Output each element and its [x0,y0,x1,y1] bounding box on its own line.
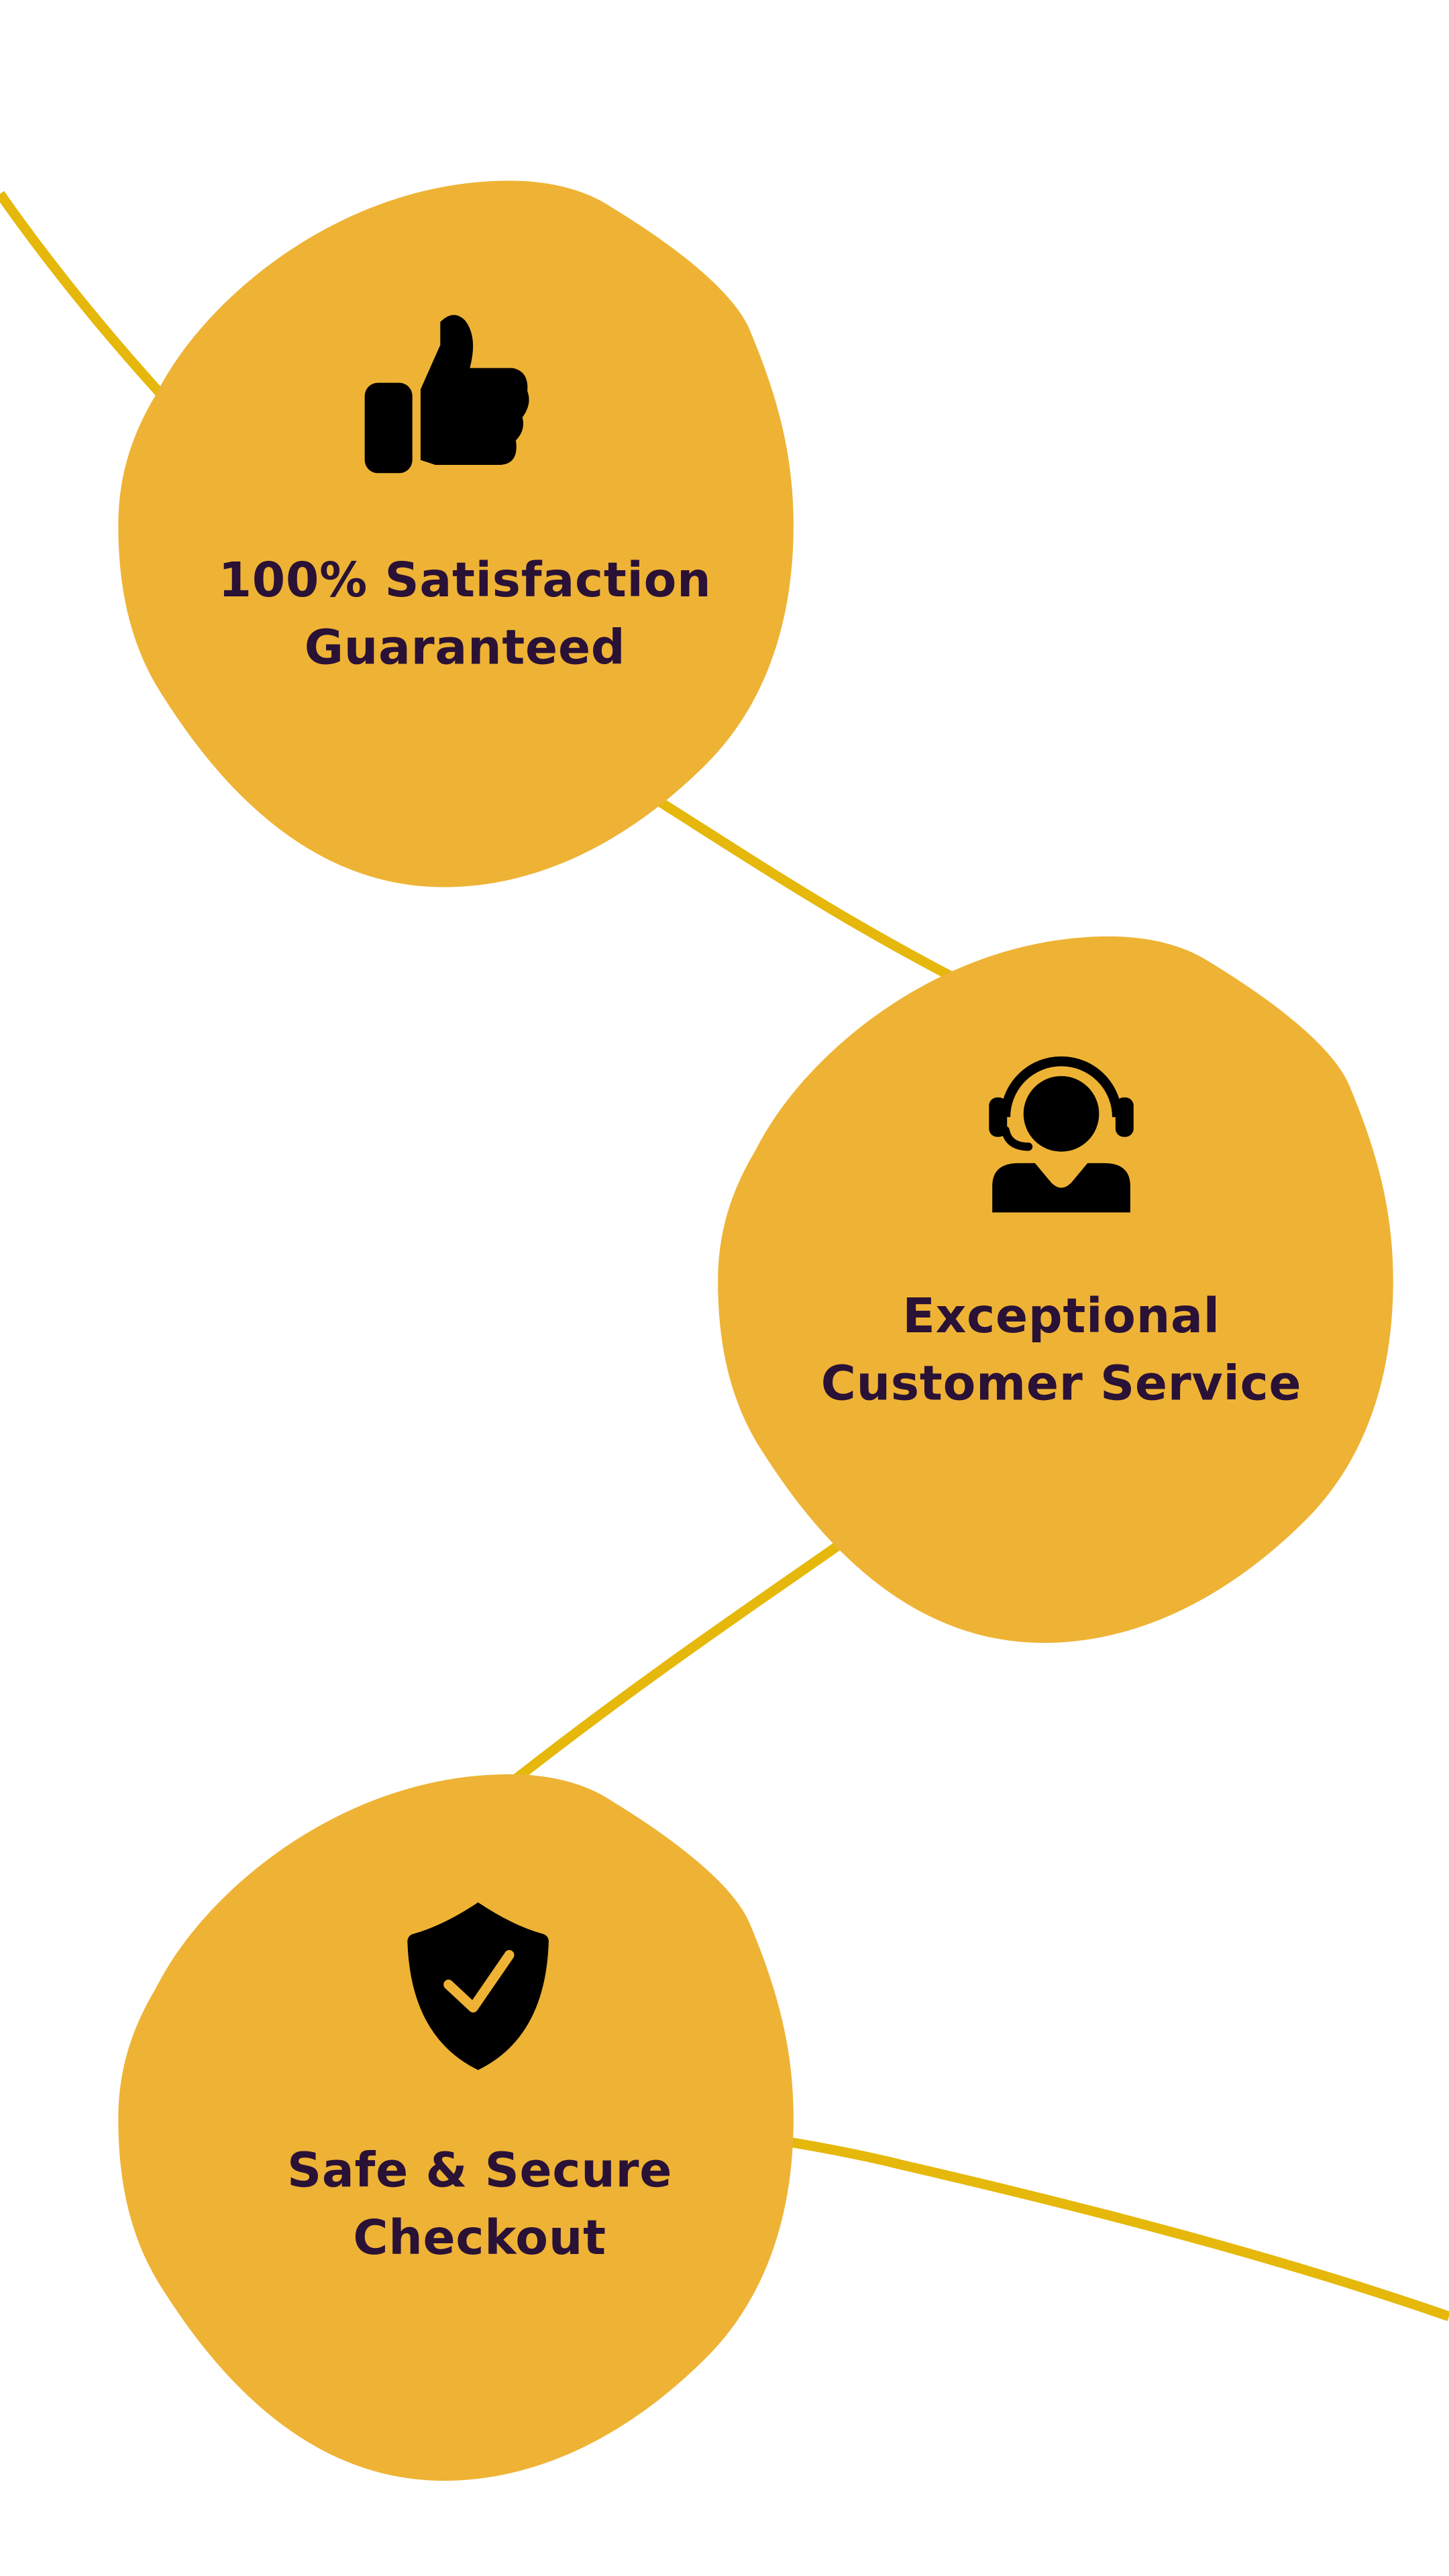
feature-title-line1: Exceptional [902,1288,1220,1344]
feature-title-line1: 100% Satisfaction [219,552,712,608]
feature-satisfaction: 100% Satisfaction Guaranteed [118,180,794,888]
feature-customer-service: Exceptional Customer Service [718,936,1393,1643]
blob-shape [118,1774,794,2481]
blob-shape [118,180,794,888]
feature-title-line1: Safe & Secure [287,2143,672,2198]
connector-line-3 [689,2123,1449,2322]
feature-secure-checkout: Safe & Secure Checkout [118,1774,794,2481]
feature-title-line2: Guaranteed [305,619,626,675]
feature-title-line2: Checkout [353,2210,606,2265]
shield-check-icon [407,1902,549,2070]
thumbs-up-icon [364,315,529,474]
headset-agent-icon [989,1056,1134,1213]
feature-title-line2: Customer Service [821,1356,1302,1411]
